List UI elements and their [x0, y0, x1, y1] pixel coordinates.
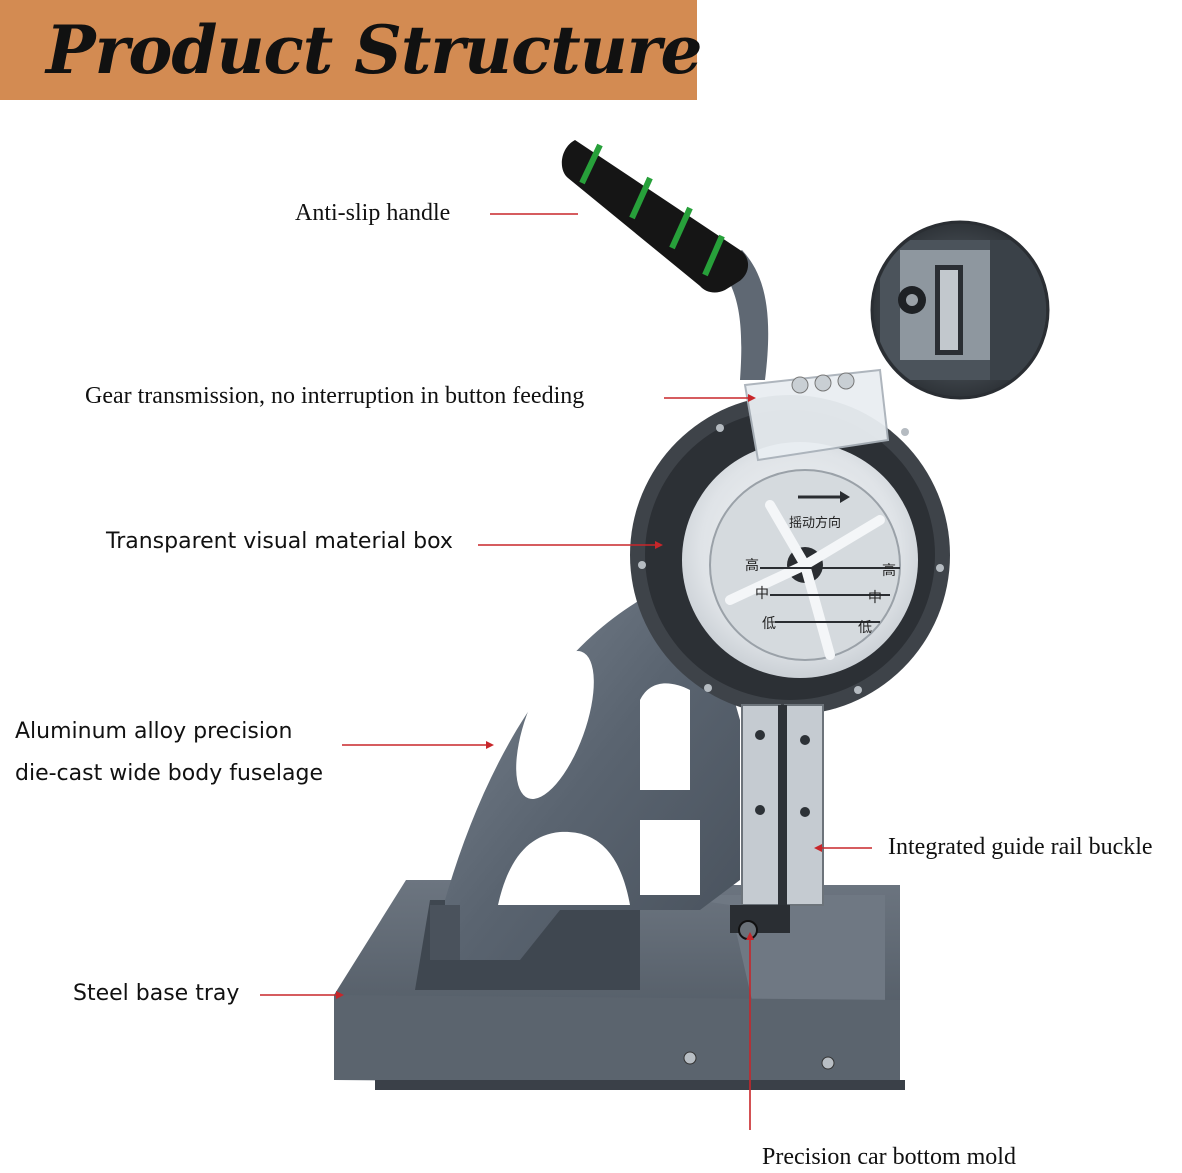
dial-mid-right: 中 — [868, 590, 882, 606]
leader-mold-arrow — [746, 932, 754, 940]
dial-high-right: 高 — [882, 562, 896, 579]
label-aluminum-body: Aluminum alloy precision die-cast wide b… — [15, 711, 323, 795]
anti-slip-handle — [561, 140, 769, 380]
label-steel-base: Steel base tray — [73, 981, 240, 1006]
dial-low-left: 低 — [762, 616, 776, 632]
gear-detail-inset — [870, 220, 1050, 400]
leader-base-arrow — [336, 991, 344, 999]
label-aluminum-body-line1: Aluminum alloy precision — [15, 719, 293, 744]
leader-box-arrow — [655, 541, 663, 549]
label-aluminum-body-line2: die-cast wide body fuselage — [15, 761, 323, 786]
page-title: Product Structure — [46, 11, 703, 89]
dial-low-right: 低 — [858, 620, 872, 636]
label-transparent-box: Transparent visual material box — [106, 529, 453, 554]
die-cast-body — [430, 580, 740, 960]
leader-body-arrow — [486, 741, 494, 749]
label-guide-rail: Integrated guide rail buckle — [888, 834, 1153, 860]
label-gear-transmission: Gear transmission, no interruption in bu… — [85, 383, 585, 409]
leader-rail-arrow — [814, 844, 822, 852]
dial-high-left: 高 — [745, 557, 759, 574]
guide-rail-buckle — [730, 704, 824, 940]
dial-mid-left: 中 — [755, 586, 769, 602]
leader-gear-arrow — [748, 394, 756, 402]
material-box-wheel: 摇动方向 高 高 中 中 低 低 — [630, 368, 950, 715]
steel-base-tray — [334, 880, 905, 1090]
label-anti-slip-handle: Anti-slip handle — [295, 200, 451, 226]
label-bottom-mold: Precision car bottom mold — [762, 1144, 1016, 1170]
leader-lines — [260, 213, 872, 1130]
title-banner: Product Structure — [0, 0, 703, 100]
dial-direction-text: 摇动方向 — [789, 515, 841, 531]
